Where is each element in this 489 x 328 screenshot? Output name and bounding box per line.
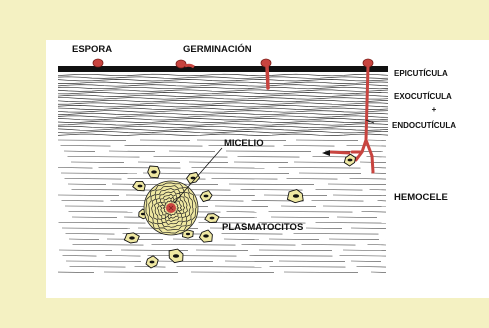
germinating-spore-figure [176, 60, 194, 68]
cell-nucleus [204, 195, 209, 198]
encapsulation-nodule [144, 181, 198, 235]
cell-nucleus [348, 159, 353, 162]
cell-nucleus [150, 261, 155, 264]
spore-figure [93, 59, 103, 67]
label-plasmatocytes: PLASMATOCITOS [222, 222, 303, 233]
epicuticle-layer [58, 66, 388, 72]
penetrating-hypha-figure [261, 59, 271, 88]
cuticle-layer-lines [56, 74, 392, 135]
cell-nucleus [173, 254, 179, 258]
cell-nucleus [293, 194, 299, 198]
label-epicuticle: EPICUTÍCULA [394, 69, 448, 78]
cell-nucleus [186, 233, 190, 235]
label-plus: + [432, 105, 437, 114]
cell-nucleus [203, 234, 209, 237]
label-exocuticle: EXOCUTÍCULA [394, 92, 452, 101]
cell-nucleus [210, 217, 215, 220]
cell-nucleus [138, 185, 143, 188]
cell-nucleus [151, 170, 157, 173]
label-hemocoel: HEMOCELE [394, 192, 448, 203]
label-germination: GERMINACIÓN [183, 43, 252, 55]
hemocoel-lines [56, 140, 390, 273]
cell-nucleus [129, 236, 135, 239]
label-mycelium: MICELIO [224, 138, 264, 149]
label-spore: ESPORA [72, 44, 112, 55]
label-endocuticle: ENDOCUTÍCULA [392, 121, 456, 130]
